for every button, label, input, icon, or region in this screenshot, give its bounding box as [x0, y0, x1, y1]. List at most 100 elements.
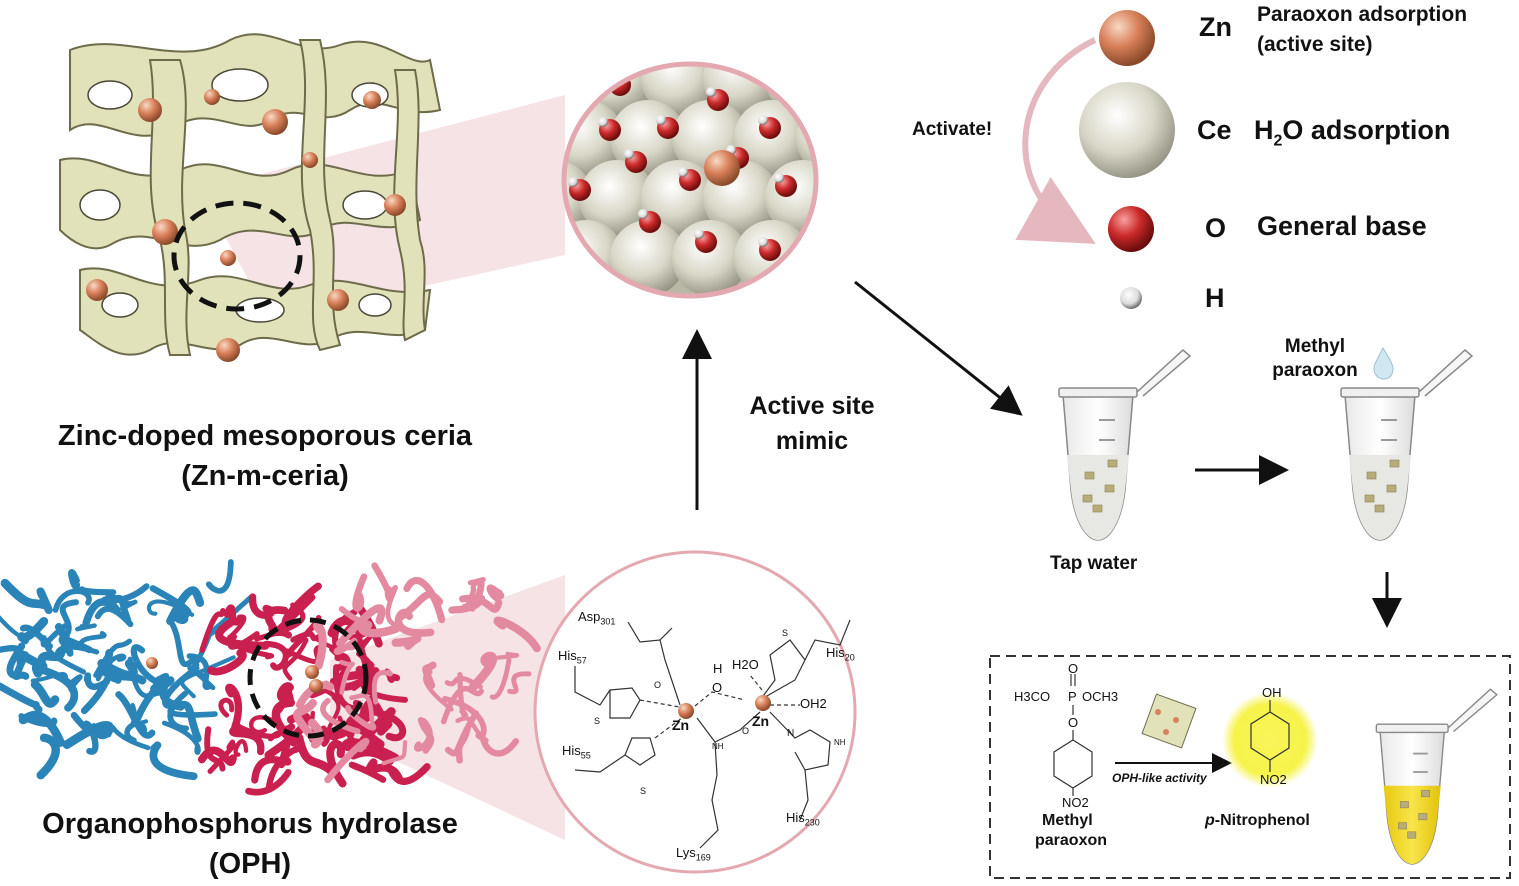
hydrogen-atom-icon	[758, 237, 768, 247]
p-nitrophenol-structure	[1250, 700, 1290, 772]
reagent-label-line2: paraoxon	[1272, 360, 1358, 381]
highlight-circle-top	[171, 200, 303, 312]
zinc-atom-icon	[1099, 10, 1155, 66]
reaction-box	[989, 655, 1511, 879]
cerium-atom-icon	[641, 65, 717, 116]
sub-left-group: H3CO	[1014, 689, 1051, 704]
catalyst-particle-icon	[1418, 813, 1428, 821]
product-glow	[1222, 692, 1318, 788]
cerium-atom-icon	[610, 220, 686, 295]
hydrogen-atom-icon	[624, 149, 634, 159]
catalyst-particle-icon	[1107, 459, 1118, 468]
activate-label: Activate!	[912, 119, 993, 140]
o1-label: O	[654, 680, 662, 690]
sub-o-top: O	[1068, 661, 1079, 676]
hydrogen-atom-icon	[638, 209, 648, 219]
catalyst-particle-icon	[1141, 693, 1197, 749]
zn1-label: Zn	[672, 717, 690, 733]
s1-label: S	[594, 716, 601, 726]
his201-label: His20	[826, 645, 855, 663]
cerium-atom-icon	[1079, 82, 1175, 178]
oh2-ligand-label: OH2	[800, 696, 827, 711]
zinc-atom-icon	[704, 150, 740, 186]
legend-o-symbol: O	[1205, 213, 1227, 243]
oxygen-atom-icon	[1108, 206, 1154, 252]
sub-right-group: OCH3	[1082, 689, 1119, 704]
s3-label: S	[782, 628, 789, 638]
mimic-label-line2: mimic	[775, 427, 849, 455]
nh1-label: NH	[712, 742, 724, 751]
catalyst-particle-icon	[1092, 504, 1103, 513]
hydrogen-atom-icon	[706, 87, 716, 97]
hydrogen-atom-icon	[694, 229, 704, 239]
n-label: N	[787, 728, 795, 739]
hydrogen-atom-icon	[1120, 287, 1142, 309]
legend-ce-role: H2O adsorption	[1254, 115, 1451, 150]
substrate-name-line2: paraoxon	[1035, 832, 1108, 849]
hydrogen-atom-icon	[678, 167, 688, 177]
legend-o-role: General base	[1257, 211, 1427, 241]
catalyst-particle-icon	[1104, 484, 1115, 493]
microcentrifuge-tube-icon	[1340, 348, 1474, 541]
prod-oh: OH	[1262, 685, 1282, 700]
sub-o-mid: O	[1068, 715, 1079, 730]
zn-m-ceria-framework	[59, 33, 565, 362]
his55-label: His55	[562, 743, 591, 761]
methyl-paraoxon-structure	[1053, 674, 1093, 796]
legend-zn-symbol: Zn	[1199, 12, 1232, 42]
catalyst-particle-icon	[1084, 471, 1095, 480]
zinc-atom-icon	[678, 703, 694, 719]
legend-zn-role-line2: (active site)	[1257, 33, 1373, 56]
sub-no2: NO2	[1062, 795, 1089, 810]
reagent-label-line1: Methyl	[1284, 336, 1346, 357]
hydrogen-atom-icon	[758, 115, 768, 125]
cerium-atom-icon	[579, 160, 655, 236]
hydrogen-atom-icon	[568, 177, 578, 187]
water-droplet-icon	[1373, 346, 1394, 380]
catalyst-particle-icon	[1407, 831, 1417, 839]
catalyst-particle-icon	[1389, 459, 1400, 468]
catalyst-particle-icon	[1366, 471, 1377, 480]
o2-label: O	[742, 726, 750, 736]
nh2-label: NH	[834, 738, 846, 747]
bridge-h-label: H	[713, 661, 723, 676]
hydrogen-atom-icon	[656, 115, 666, 125]
prod-no2: NO2	[1260, 772, 1287, 787]
asp301-label: Asp301	[578, 609, 616, 627]
zn-m-ceria-title: Zinc-doped mesoporous ceria	[57, 420, 473, 452]
his230-label: His230	[786, 810, 820, 828]
microcentrifuge-tube-icon	[1375, 688, 1498, 865]
cerium-atom-icon	[672, 220, 748, 295]
hydrogen-atom-icon	[774, 173, 784, 183]
sub-p-atom: P	[1068, 689, 1077, 704]
zn-dopant-icon	[86, 89, 406, 362]
catalyst-particle-icon	[1082, 494, 1093, 503]
oph-protein	[0, 559, 565, 840]
catalyst-particle-icon	[1374, 504, 1385, 513]
zinc-atom-icon	[755, 695, 771, 711]
zoomed-surface	[561, 61, 819, 299]
catalyst-particle-icon	[1399, 801, 1409, 809]
bridge-o-label: O	[712, 680, 723, 695]
hydrogen-atom-icon	[608, 72, 618, 82]
product-name: p-Nitrophenol	[1205, 812, 1310, 829]
activate-arrow	[1015, 37, 1097, 244]
element-legend	[1015, 10, 1175, 309]
catalyst-particle-icon	[1421, 790, 1430, 798]
catalyst-particle-icon	[1386, 484, 1397, 493]
hydrogen-atom-icon	[598, 117, 608, 127]
to-assay-arrow	[854, 280, 1023, 416]
zn-m-ceria-abbr: (Zn-m-ceria)	[181, 460, 349, 492]
highlight-circle-bottom	[247, 617, 369, 739]
microcentrifuge-tube-icon	[1058, 348, 1192, 541]
catalyst-particle-icon	[1398, 822, 1407, 830]
legend-ce-symbol: Ce	[1197, 115, 1232, 145]
s2-label: S	[640, 786, 647, 796]
zinc-atom-icon	[309, 679, 323, 693]
oxygen-atom-icon	[789, 79, 811, 101]
hydrogen-atom-icon	[788, 77, 798, 87]
legend-h-symbol: H	[1205, 283, 1225, 313]
his57-label: His57	[558, 648, 587, 666]
active-site-zoom	[533, 550, 857, 874]
active-site-skeleton	[574, 619, 851, 849]
